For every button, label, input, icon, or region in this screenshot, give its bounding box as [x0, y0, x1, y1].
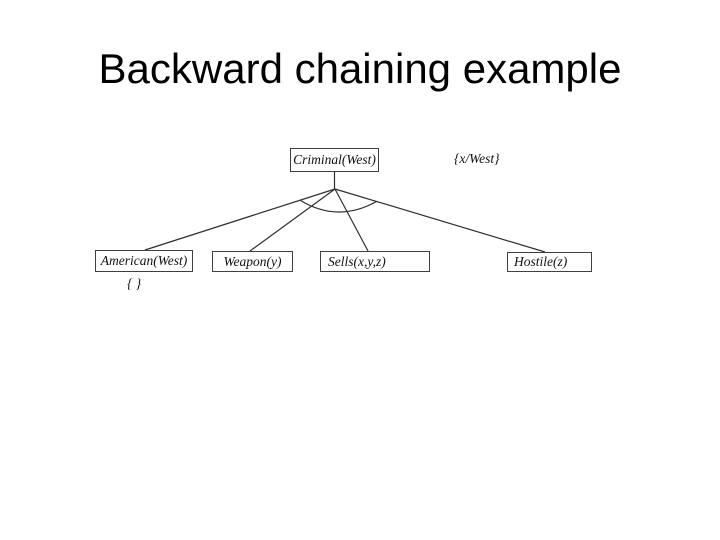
- node-sells-xyz: Sells(x,y,z): [320, 251, 430, 272]
- node-hostile-z: Hostile(z): [507, 252, 592, 272]
- slide-title: Backward chaining example: [98, 45, 622, 92]
- node-american-west: American(West): [95, 250, 193, 272]
- edge-root-american: [144, 188, 336, 251]
- edge-root-sells: [334, 188, 369, 252]
- empty-substitution-label: { }: [127, 276, 142, 291]
- node-weapon-y: Weapon(y): [212, 251, 293, 272]
- edge-root-hostile: [334, 188, 546, 253]
- edge-root-weapon: [249, 188, 336, 252]
- node-criminal-west: Criminal(West): [290, 148, 379, 172]
- and-arc: [300, 199, 377, 213]
- substitution-label-x-west: {x/West}: [454, 151, 500, 166]
